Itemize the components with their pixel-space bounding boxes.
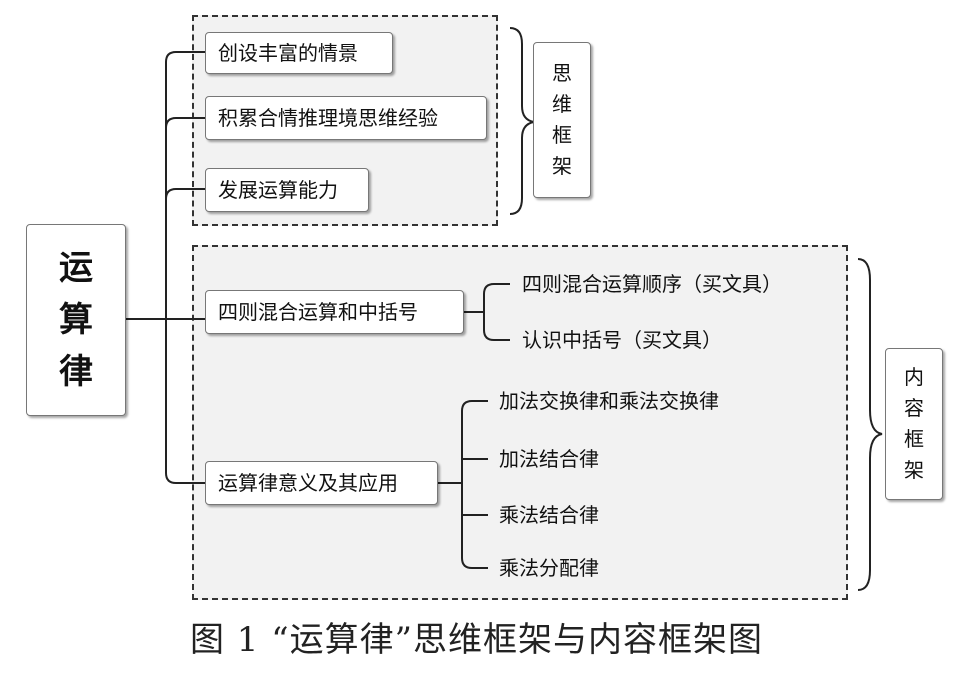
branch-2 xyxy=(165,117,205,129)
thinking-item-2: 积累合情推理境思维经验 xyxy=(205,96,487,140)
content-label-char-3: 框 xyxy=(904,427,924,451)
group2-leaf-3: 乘法结合律 xyxy=(499,503,599,527)
content-group-2: 运算律意义及其应用 xyxy=(205,461,438,505)
thinking-label-char-2: 维 xyxy=(552,92,572,116)
root-char-3: 律 xyxy=(59,352,93,392)
root-char-2: 算 xyxy=(59,300,93,340)
thinking-item-1: 创设丰富的情景 xyxy=(205,32,393,74)
thinking-label-char-3: 框 xyxy=(552,123,572,147)
figure-caption: 图 1 “运算律”思维框架与内容框架图 xyxy=(189,620,763,660)
content-brace xyxy=(857,258,883,591)
root-char-1: 运 xyxy=(59,248,93,288)
root-node: 运 算 律 xyxy=(26,224,126,416)
group2-leaf-1: 加法交换律和乘法交换律 xyxy=(499,389,719,413)
group2-leaf-4: 乘法分配律 xyxy=(499,556,599,580)
group1-leaf-1: 四则混合运算顺序（买文具） xyxy=(522,272,782,296)
thinking-item-3: 发展运算能力 xyxy=(205,168,369,212)
group1-connector xyxy=(464,283,510,341)
content-group-1: 四则混合运算和中括号 xyxy=(205,290,464,334)
thinking-brace xyxy=(509,27,535,215)
content-label-char-4: 架 xyxy=(904,458,924,482)
branch-3 xyxy=(165,188,205,200)
group2-connector xyxy=(438,400,488,569)
group2-leaf-2: 加法结合律 xyxy=(499,447,599,471)
thinking-frame-label: 思 维 框 架 xyxy=(533,42,591,198)
content-label-char-1: 内 xyxy=(904,365,924,389)
trunk-line xyxy=(165,51,205,484)
thinking-label-char-1: 思 xyxy=(552,61,572,85)
thinking-label-char-4: 架 xyxy=(552,154,572,178)
content-label-char-2: 容 xyxy=(904,396,924,420)
content-frame-label: 内 容 框 架 xyxy=(885,348,943,500)
group1-leaf-2: 认识中括号（买文具） xyxy=(522,328,722,352)
